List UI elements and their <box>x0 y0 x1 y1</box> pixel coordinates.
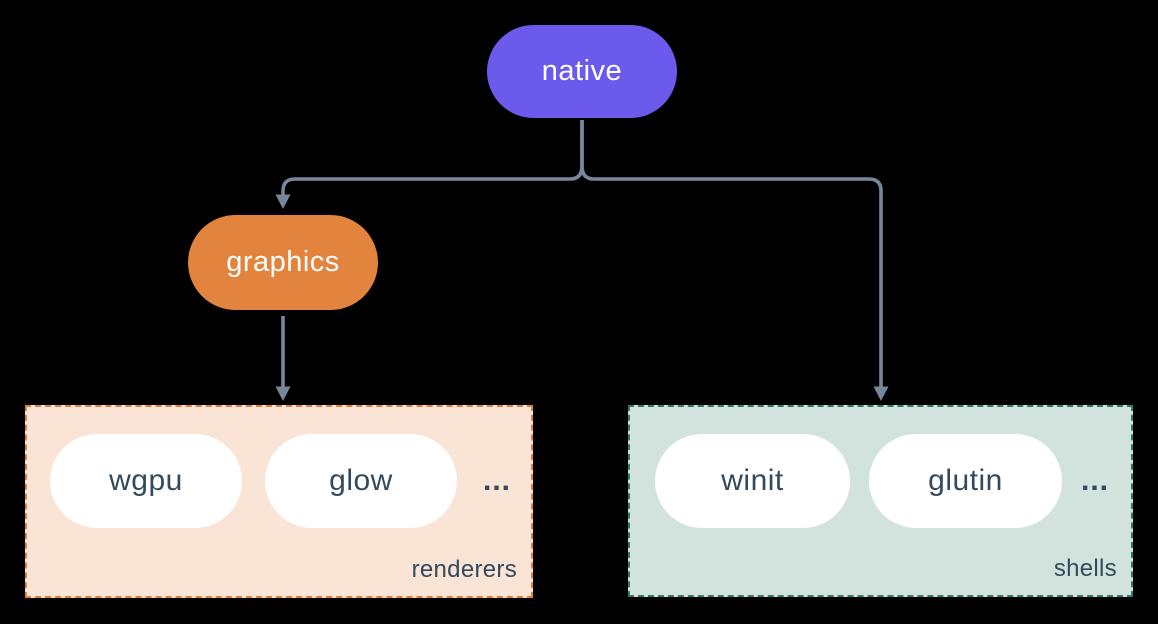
node-native: native <box>487 25 677 118</box>
item-winit: winit <box>655 434 850 528</box>
edge-native-shells <box>580 120 883 388</box>
group-renderers: wgpu glow ... renderers <box>25 405 533 598</box>
node-graphics-label: graphics <box>226 246 340 278</box>
group-renderers-label: renderers <box>411 556 517 583</box>
group-shells: winit glutin ... shells <box>628 405 1133 597</box>
item-glutin-label: glutin <box>928 464 1003 497</box>
item-glow: glow <box>265 434 457 528</box>
item-glutin: glutin <box>869 434 1062 528</box>
item-wgpu-label: wgpu <box>109 464 183 497</box>
edge-native-graphics <box>281 120 584 196</box>
arrowhead-renderers-icon <box>275 386 291 401</box>
arrowhead-graphics-icon <box>275 194 291 209</box>
item-winit-label: winit <box>721 464 784 497</box>
more-renderers-ellipsis: ... <box>482 464 511 497</box>
group-shells-label: shells <box>1053 555 1117 582</box>
node-native-label: native <box>541 55 623 87</box>
item-glow-label: glow <box>329 464 393 497</box>
arrowhead-shells-icon <box>873 386 889 401</box>
node-graphics: graphics <box>188 215 378 310</box>
item-wgpu: wgpu <box>50 434 242 528</box>
more-shells-ellipsis: ... <box>1080 464 1109 497</box>
